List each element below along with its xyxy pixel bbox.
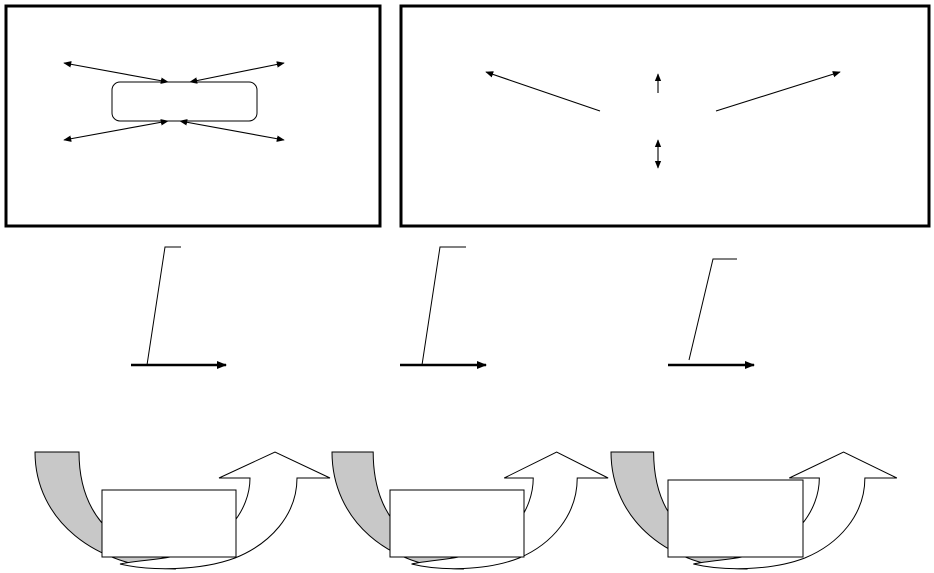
callout-group-2 [400, 246, 487, 369]
callout-group-3 [668, 258, 755, 369]
double-arrow-upper-right [189, 61, 285, 84]
curved-arrow-box-3 [667, 479, 804, 558]
bottom-row [34, 451, 898, 570]
curved-arrow-box-2 [389, 489, 525, 558]
arrow-up-left [485, 71, 601, 112]
curved-arrow-box-1 [101, 489, 237, 558]
top-left-panel [4, 4, 382, 228]
top-left-frame [4, 4, 382, 228]
center-rounded-box [111, 81, 258, 122]
callout-group-1 [131, 246, 227, 369]
callout-leader-1 [146, 246, 181, 366]
double-arrow-lower-left [63, 119, 169, 142]
double-arrow-lower-right [179, 119, 285, 142]
callout-leader-2 [421, 246, 466, 366]
top-right-panel [399, 4, 931, 228]
middle-row [131, 246, 755, 369]
callout-leader-3 [688, 258, 737, 361]
double-arrow-upper-left [63, 61, 169, 84]
top-right-frame [399, 4, 931, 228]
arrow-up-right [715, 71, 841, 112]
